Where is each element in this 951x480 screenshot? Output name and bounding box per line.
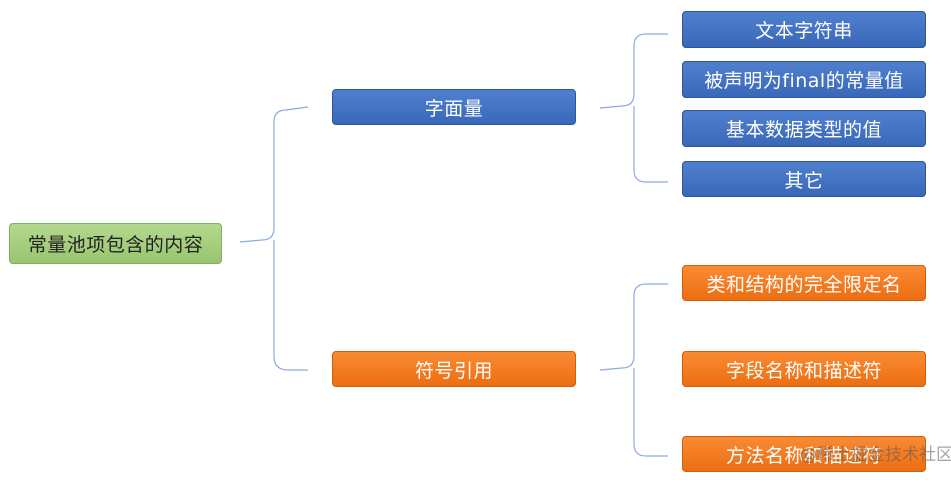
literal-leaf: 文本字符串 xyxy=(682,11,926,48)
literal-leaf-label: 基本数据类型的值 xyxy=(725,119,882,141)
watermark: @稀土掘金技术社区 xyxy=(800,445,951,465)
literal-node: 字面量 xyxy=(332,89,576,125)
literal-leaf-label: 文本字符串 xyxy=(755,20,853,42)
symbol-ref-node-label: 符号引用 xyxy=(414,359,493,382)
literal-leaf-label: 其它 xyxy=(784,169,824,192)
symbol-ref-leaf-label: 方法名称和描述符 xyxy=(725,444,882,467)
root-node: 常量池项包含的内容 xyxy=(9,223,222,264)
literal-node-label: 字面量 xyxy=(424,97,484,120)
literal-connector xyxy=(599,33,668,183)
symbol-ref-connector xyxy=(599,283,668,457)
root-connector xyxy=(239,106,309,371)
literal-leaf: 基本数据类型的值 xyxy=(682,110,926,147)
symbol-ref-leaf-label: 类和结构的完全限定名 xyxy=(706,273,902,296)
symbol-ref-leaf: 类和结构的完全限定名 xyxy=(682,265,926,301)
symbol-ref-leaf: 字段名称和描述符 xyxy=(682,351,926,387)
symbol-ref-leaf: 方法名称和描述符 xyxy=(682,436,926,472)
literal-leaf-label: 被声明为final的常量值 xyxy=(704,70,904,92)
symbol-ref-leaf-label: 字段名称和描述符 xyxy=(725,359,882,382)
root-node-label: 常量池项包含的内容 xyxy=(27,234,204,256)
literal-leaf: 其它 xyxy=(682,161,926,197)
symbol-ref-node: 符号引用 xyxy=(332,351,576,387)
literal-leaf: 被声明为final的常量值 xyxy=(682,61,926,98)
